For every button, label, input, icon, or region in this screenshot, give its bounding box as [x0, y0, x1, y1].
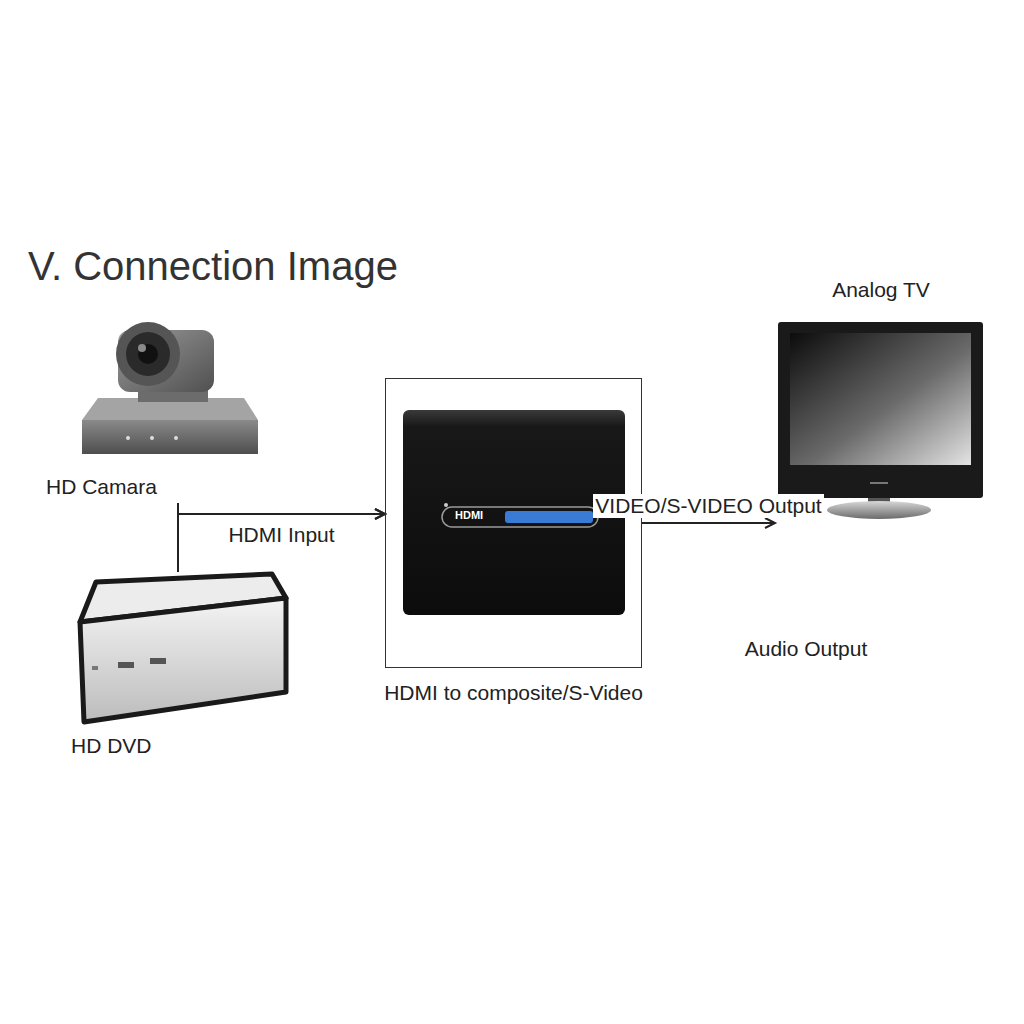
diagram-title: V. Connection Image — [28, 244, 398, 289]
connector-arrow — [178, 503, 385, 514]
converter-box: HDMI to composite/S-Video — [385, 378, 642, 668]
tv-drawing — [778, 322, 983, 519]
converter-body — [403, 410, 625, 615]
tv-screen — [790, 333, 971, 465]
camera-led — [126, 436, 130, 440]
camera-lens-ring — [116, 322, 180, 386]
node-label: HD Camara — [46, 475, 157, 499]
tv-node: Analog TV — [775, 278, 987, 525]
node-label: HD DVD — [71, 734, 152, 758]
converter-drawing — [403, 410, 625, 615]
camera-lens — [126, 332, 170, 376]
dvd-slot — [118, 662, 134, 668]
dvd-drawing — [80, 574, 286, 722]
logo-dot — [444, 503, 448, 507]
logo-pill — [442, 507, 598, 527]
connector-arrow — [642, 522, 775, 524]
camera-base-front — [82, 420, 258, 454]
camera-lens-core — [138, 344, 158, 364]
tv-stand — [827, 501, 931, 519]
output-label: Audio Output — [743, 637, 870, 661]
edge-label: HDMI Input — [226, 523, 336, 547]
tv-frame — [778, 322, 983, 498]
node-label: Analog TV — [832, 278, 930, 302]
dvd-button — [92, 666, 98, 670]
logo-bar — [505, 511, 593, 523]
logo-text: HDMI — [455, 510, 483, 521]
camera-node: HD Camara — [40, 315, 270, 503]
camera-drawing — [82, 322, 258, 454]
dvd-slot — [150, 658, 166, 664]
node-label: HDMI to composite/S-Video — [384, 681, 643, 705]
dvd-front — [80, 598, 286, 722]
camera-glint — [138, 344, 146, 352]
camera-led — [174, 436, 178, 440]
dvd-node: HD DVD — [65, 572, 290, 762]
camera-led — [150, 436, 154, 440]
tv-logo — [870, 482, 888, 484]
edge-label: VIDEO/S-VIDEO Output — [593, 494, 823, 518]
connector-arrow — [178, 514, 385, 572]
